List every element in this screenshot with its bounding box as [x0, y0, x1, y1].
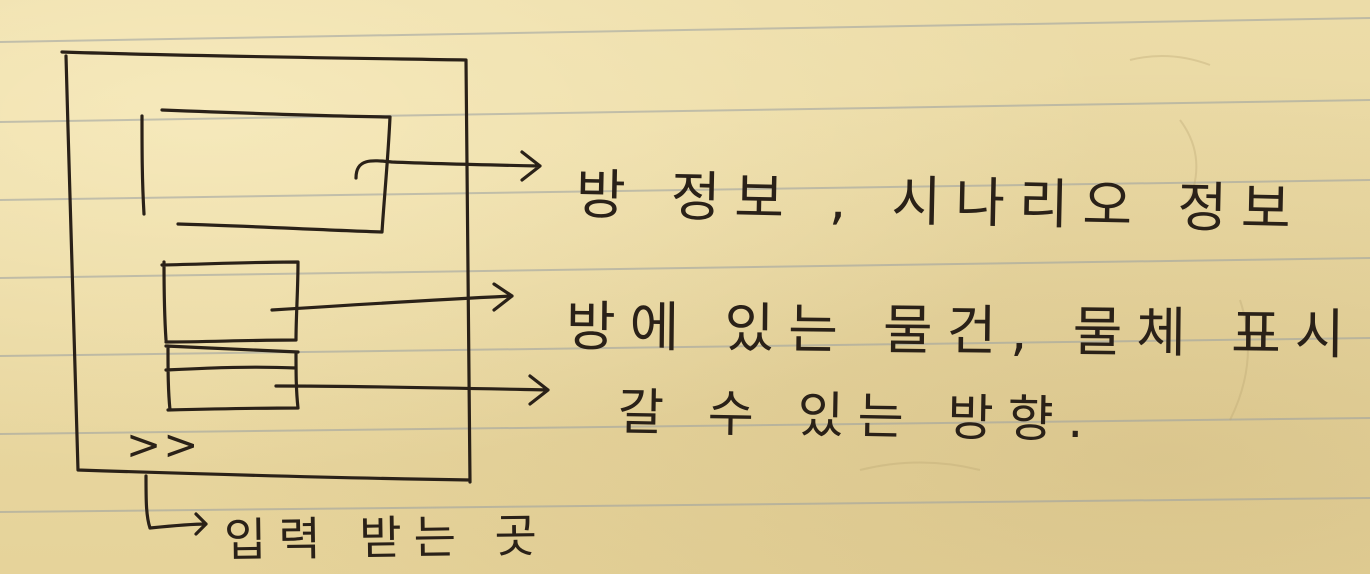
input-area-label: 입력 받는 곳 — [223, 508, 550, 567]
directions-box — [164, 344, 300, 412]
bleed-through-marks — [859, 55, 1249, 471]
arrow-directions — [274, 374, 550, 406]
directions-label: 갈 수 있는 방향. — [617, 383, 1098, 450]
ruled-lines — [0, 17, 1370, 513]
room-info-label: 방 정보 , 시나리오 정보 — [575, 163, 1306, 242]
rule-line — [0, 257, 1370, 279]
room-items-label: 방에 있는 물건, 물체 표시 — [565, 295, 1359, 367]
rule-line — [0, 179, 1370, 201]
rule-line — [0, 99, 1370, 123]
screen-outline — [60, 50, 472, 484]
prompt-symbol: >> — [126, 420, 201, 469]
rule-line — [0, 497, 1370, 513]
rule-line — [0, 337, 1370, 357]
items-box — [160, 260, 300, 344]
arrow-room-items — [270, 282, 514, 312]
arrow-room-info — [354, 150, 542, 182]
room-info-box — [140, 108, 392, 234]
rule-line — [0, 417, 1370, 435]
bleed-through-stroke — [859, 55, 1249, 471]
rule-line — [0, 17, 1370, 43]
arrow-input-area — [144, 474, 208, 536]
